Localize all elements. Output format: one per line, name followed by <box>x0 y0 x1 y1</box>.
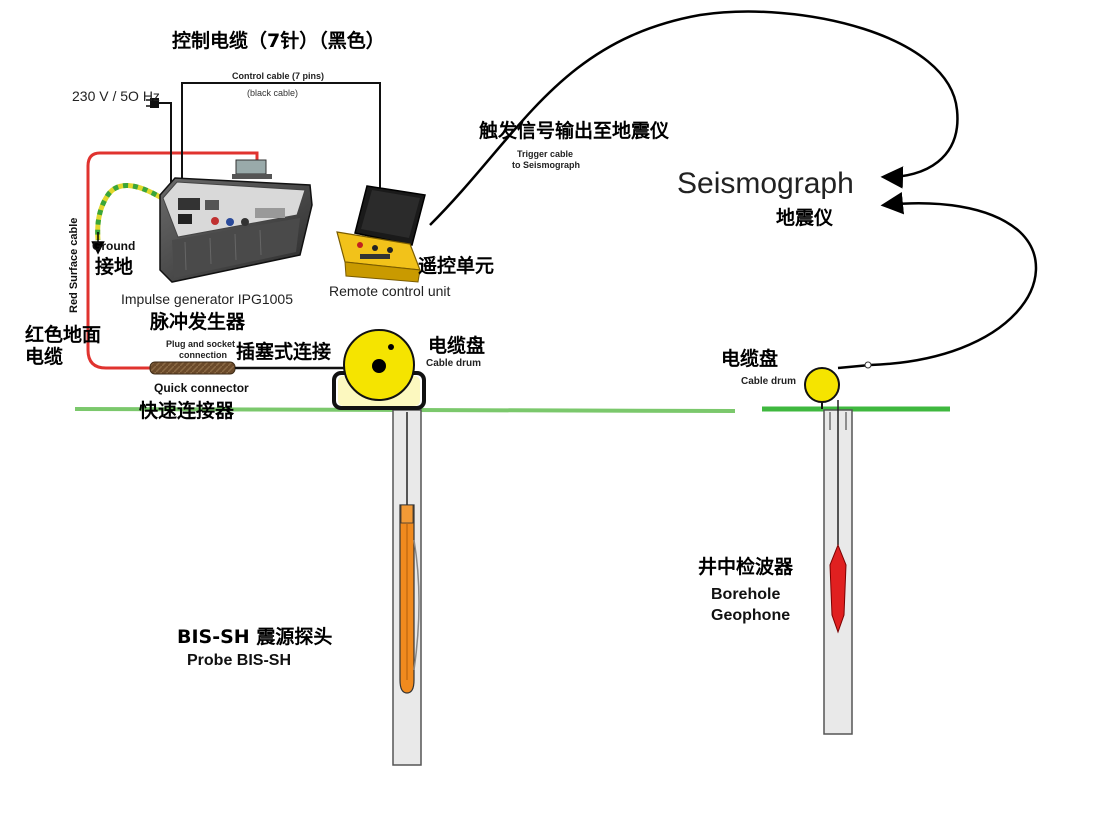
label-ground-cn: 接地 <box>95 255 133 278</box>
label-drum-left-en: Cable drum <box>426 358 481 369</box>
probe-bis-sh <box>399 504 420 694</box>
right-cable-drum <box>804 367 840 409</box>
power-plug-icon <box>146 98 159 108</box>
impulse-generator <box>159 159 313 283</box>
label-quick-en: Quick connector <box>154 381 249 395</box>
label-probe-cn: BIS-SH 震源探头 <box>177 625 332 648</box>
red-surface-cable <box>86 151 259 370</box>
label-plug-cn: 插塞式连接 <box>236 340 331 363</box>
label-control-cable-en: Control cable (7 pins) <box>232 71 324 81</box>
label-control-cable-cn: 控制电缆（7针）（黑色） <box>172 29 385 52</box>
label-quick-cn: 快速连接器 <box>139 399 235 422</box>
label-remote-cn: 遥控单元 <box>418 254 494 277</box>
label-red-cable-cn-1: 红色地面 <box>25 323 101 346</box>
borehole-geophone <box>829 543 847 634</box>
label-red-cable-cn-2: 电缆 <box>25 345 63 368</box>
label-probe-en: Probe BIS-SH <box>187 652 291 669</box>
label-drum-right-en: Cable drum <box>741 376 796 387</box>
label-geophone-en-1: Borehole <box>711 586 780 603</box>
label-impulse-en: Impulse generator IPG1005 <box>121 291 293 307</box>
label-plug-en-1: Plug and socket <box>166 339 235 349</box>
label-drum-left-cn: 电缆盘 <box>428 334 485 357</box>
remote-control-unit <box>336 185 426 283</box>
power-cable <box>158 102 172 190</box>
trigger-cable <box>429 10 959 226</box>
left-cable-drum <box>332 329 426 410</box>
label-power: 230 V / 5O Hz <box>72 88 160 104</box>
control-cable <box>181 82 381 192</box>
label-trigger-en-1: Trigger cable <box>517 149 573 159</box>
label-remote-en: Remote control unit <box>329 283 451 299</box>
label-seismograph-cn: 地震仪 <box>776 206 834 229</box>
quick-connector <box>149 361 236 375</box>
label-ground-en: Ground <box>92 239 135 253</box>
geophone-cable <box>837 192 1038 370</box>
label-trigger-cn: 触发信号输出至地震仪 <box>479 119 670 142</box>
label-geophone-en-2: Geophone <box>711 607 790 624</box>
label-seismograph-en: Seismograph <box>677 167 854 200</box>
ground-wire <box>95 183 167 241</box>
label-drum-right-cn: 电缆盘 <box>721 347 778 370</box>
label-geophone-cn: 井中检波器 <box>698 555 794 578</box>
label-black-cable-en: (black cable) <box>247 88 298 98</box>
label-red-surface-cable-en: Red Surface cable <box>68 218 80 313</box>
label-trigger-en-2: to Seismograph <box>512 160 580 170</box>
label-plug-en-2: connection <box>179 350 227 360</box>
label-impulse-cn: 脉冲发生器 <box>149 310 246 333</box>
